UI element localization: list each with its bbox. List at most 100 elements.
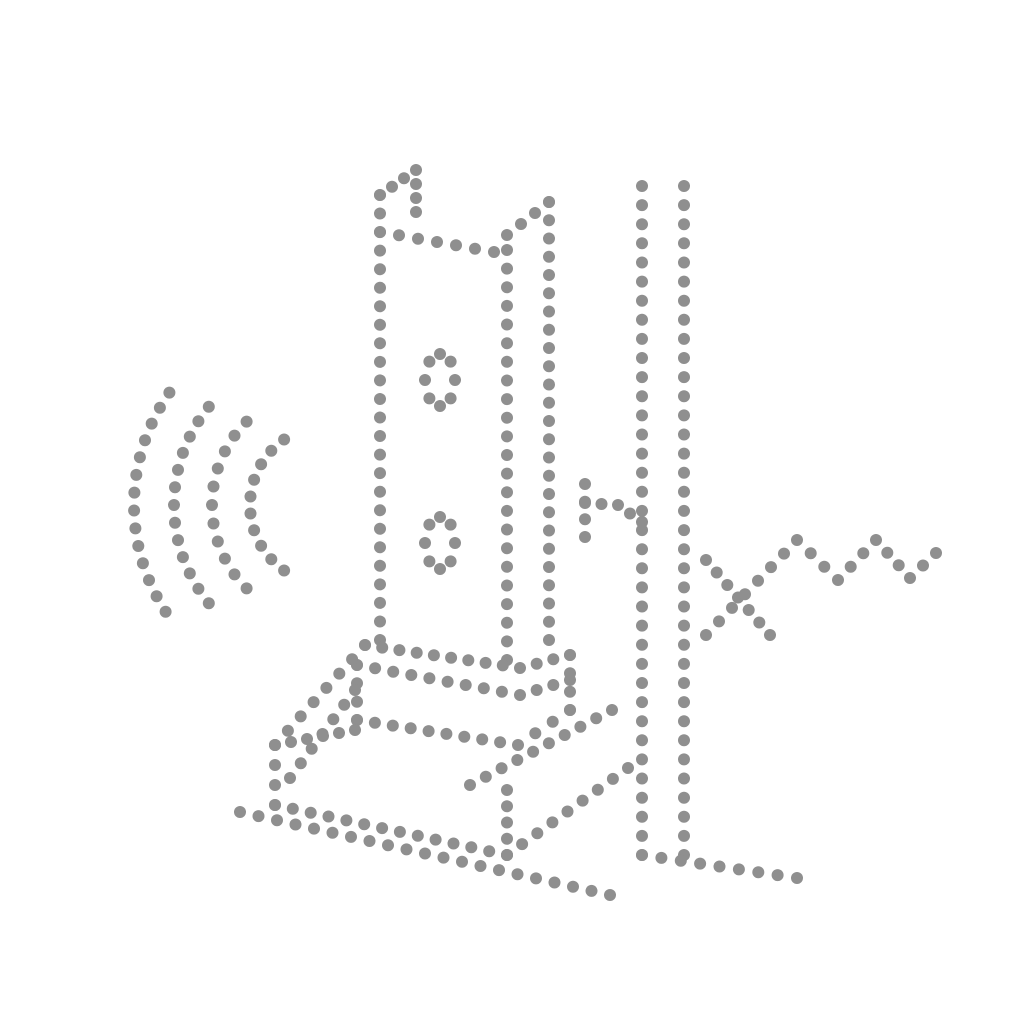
dot	[464, 779, 476, 791]
dot	[444, 555, 457, 568]
dot	[742, 604, 755, 616]
dot	[192, 415, 205, 428]
dot	[382, 839, 394, 852]
dot	[636, 294, 648, 307]
dot	[516, 838, 529, 851]
dot	[374, 355, 386, 368]
dot	[713, 615, 725, 628]
dot	[410, 178, 422, 190]
dot	[511, 754, 524, 766]
dot	[423, 392, 436, 405]
dot	[393, 825, 406, 838]
dot	[363, 835, 376, 847]
dot	[411, 829, 424, 842]
dot	[904, 572, 916, 584]
dot	[546, 816, 559, 829]
dot	[427, 649, 440, 662]
dot	[128, 504, 141, 517]
vibration-wave-icon	[700, 534, 942, 641]
dot	[514, 689, 526, 701]
dot	[308, 822, 320, 835]
dot	[636, 237, 648, 250]
dot	[501, 318, 513, 331]
dot	[543, 378, 555, 391]
dot	[543, 305, 555, 318]
dot	[374, 226, 386, 238]
dot	[678, 829, 690, 842]
dot	[128, 486, 141, 499]
sound-waves-icon	[128, 386, 291, 618]
dot	[289, 818, 302, 831]
dot	[579, 531, 591, 543]
dot	[713, 860, 726, 873]
dot	[307, 696, 320, 709]
dot	[558, 729, 571, 741]
dot	[419, 537, 431, 549]
column-post-icon	[374, 164, 555, 666]
dot	[501, 542, 513, 555]
dot	[636, 638, 648, 651]
dot	[423, 555, 436, 568]
dot	[228, 429, 241, 442]
dot	[501, 299, 513, 312]
dot	[636, 849, 648, 861]
dot	[561, 805, 574, 818]
dot	[678, 791, 690, 804]
dot	[376, 822, 389, 835]
dot	[269, 739, 281, 751]
dot	[469, 242, 481, 255]
dot	[678, 466, 690, 479]
dot	[501, 393, 513, 406]
dot	[678, 734, 690, 747]
dot	[624, 507, 636, 520]
dot	[678, 753, 690, 766]
dot	[501, 281, 513, 294]
dot	[636, 516, 648, 528]
dot	[752, 574, 764, 587]
dot	[374, 189, 386, 201]
dot	[543, 287, 555, 300]
dot	[543, 597, 555, 610]
dot	[244, 507, 257, 520]
dot	[636, 409, 648, 422]
dot	[479, 770, 492, 783]
dot	[265, 553, 278, 566]
dot	[218, 552, 231, 565]
dot	[369, 662, 382, 675]
dot	[636, 791, 648, 804]
dot	[678, 638, 690, 651]
dot	[400, 843, 413, 856]
dot	[176, 551, 189, 564]
dot	[678, 199, 690, 212]
dot	[374, 207, 386, 220]
dot	[183, 567, 196, 580]
dot	[636, 810, 648, 823]
dot	[143, 574, 155, 587]
dot	[444, 518, 457, 531]
dot	[320, 681, 333, 694]
dot	[501, 849, 513, 861]
dot	[543, 269, 555, 281]
dot	[636, 829, 648, 842]
dot	[501, 374, 513, 387]
dot	[374, 411, 386, 424]
dot	[153, 401, 166, 414]
dot	[474, 860, 487, 872]
dot	[145, 417, 158, 430]
dot	[636, 199, 648, 212]
dot	[501, 616, 513, 629]
dot	[542, 737, 555, 750]
dot	[234, 806, 246, 818]
dot	[338, 698, 351, 711]
dot	[327, 713, 340, 726]
dot	[655, 851, 668, 864]
dot	[387, 665, 400, 678]
dot	[169, 516, 181, 529]
dot	[501, 262, 513, 275]
dot	[183, 430, 196, 443]
dot	[678, 390, 690, 403]
dot	[404, 722, 417, 735]
dot	[252, 810, 265, 823]
dot	[678, 332, 690, 345]
dot	[732, 863, 745, 876]
